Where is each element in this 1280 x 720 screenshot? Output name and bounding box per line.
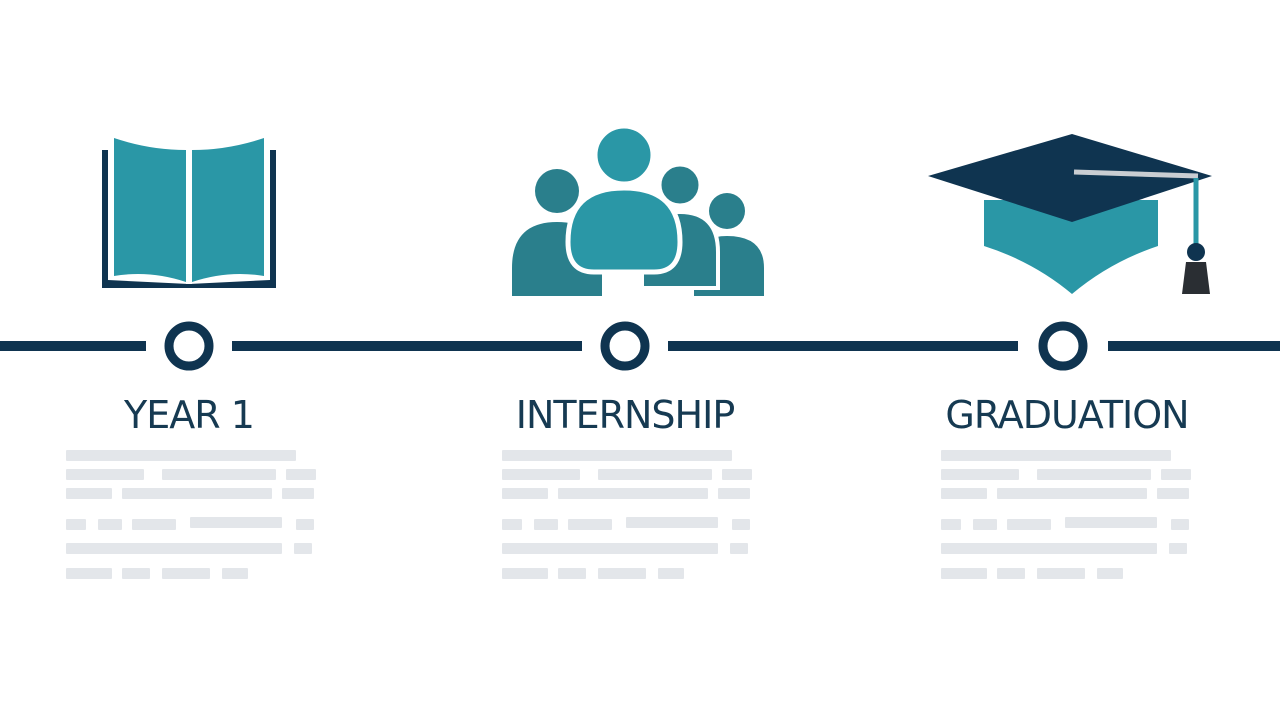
group-people-icon <box>512 125 764 296</box>
milestone-label-year-1: YEAR 1 <box>124 393 255 437</box>
milestone-label-internship: INTERNSHIP <box>515 393 736 437</box>
timeline-line <box>0 341 1280 351</box>
placeholder-text-graduation <box>941 448 1201 588</box>
timeline-node-year-1 <box>164 321 214 371</box>
milestone-label-graduation: GRADUATION <box>945 393 1189 437</box>
open-book-icon <box>102 138 276 288</box>
placeholder-text-internship <box>502 448 762 588</box>
timeline-node-graduation <box>1038 321 1088 371</box>
timeline-node-internship <box>600 321 650 371</box>
placeholder-text-year-1 <box>66 448 326 588</box>
graduation-cap-icon <box>928 134 1212 294</box>
